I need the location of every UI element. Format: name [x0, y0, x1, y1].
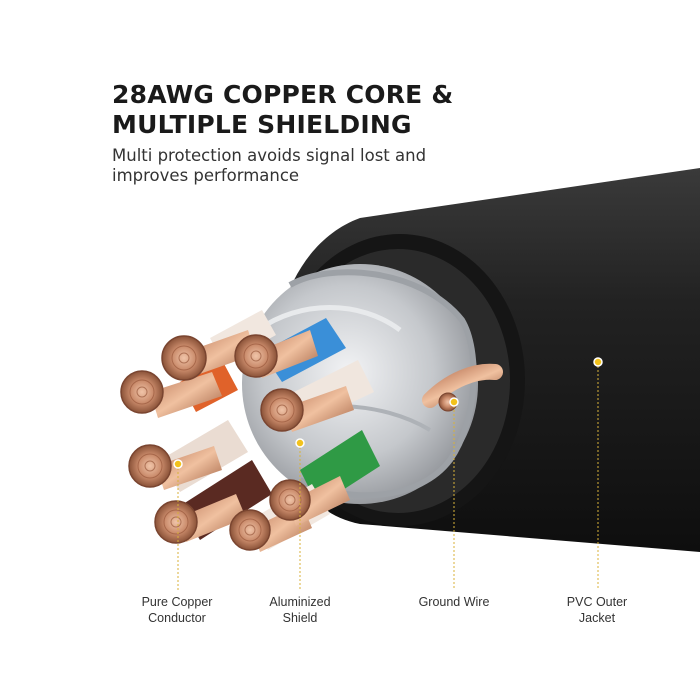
callout-label-line-1: PVC Outer — [566, 595, 628, 609]
conductor-end-faces — [120, 334, 311, 551]
subheadline-line-1: Multi protection avoids signal lost and — [112, 146, 427, 165]
callout-dot-shield — [295, 438, 305, 448]
callout-pvc-outer-jacket: PVC Outer Jacket — [527, 594, 667, 626]
headline-line-2: MULTIPLE SHIELDING — [112, 110, 412, 139]
callout-label-line-2: Conductor — [148, 611, 206, 625]
subheadline-line-2: improves performance — [112, 166, 300, 185]
headline: 28AWG COPPER CORE & MULTIPLE SHIELDING — [112, 80, 532, 140]
callout-label-line-1: Ground Wire — [418, 595, 490, 609]
callout-label-line-1: Aluminized — [269, 595, 331, 609]
callout-dots — [173, 357, 603, 469]
strand-texture — [129, 343, 302, 542]
callout-dot-conductor — [173, 459, 183, 469]
callout-label-line-2: Jacket — [578, 611, 616, 625]
callout-label-line-1: Pure Copper — [141, 595, 213, 609]
callout-dot-jacket — [593, 357, 603, 367]
headline-line-1: 28AWG COPPER CORE & — [112, 80, 454, 109]
callout-leader-lines — [177, 362, 599, 590]
callout-pure-copper-conductor: Pure Copper Conductor — [107, 594, 247, 626]
callout-ground-wire: Ground Wire — [384, 594, 524, 610]
callout-dot-ground-wire — [449, 397, 459, 407]
callout-aluminized-shield: Aluminized Shield — [230, 594, 370, 626]
callout-label-line-2: Shield — [282, 611, 318, 625]
subheadline: Multi protection avoids signal lost and … — [112, 146, 472, 186]
